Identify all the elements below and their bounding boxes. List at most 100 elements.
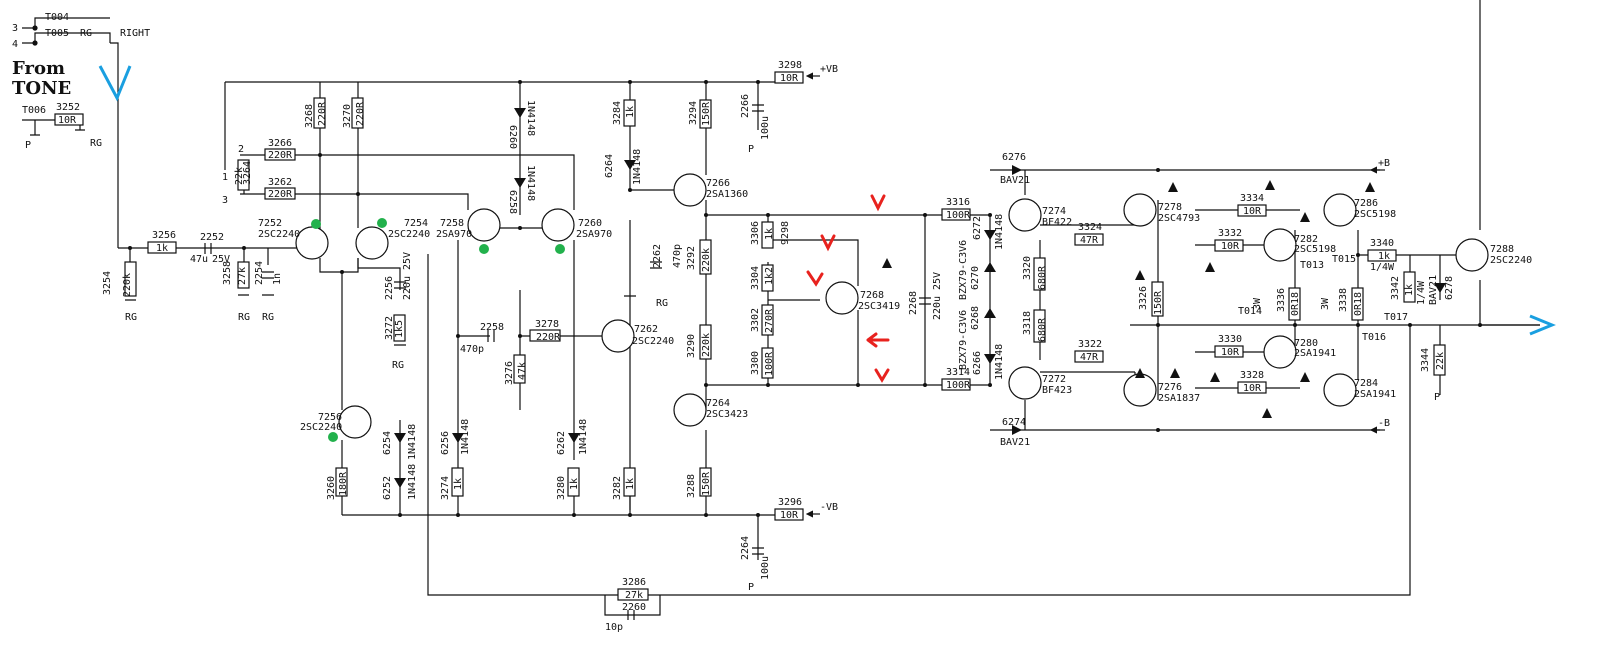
svg-text:150R: 150R [1153,290,1164,315]
svg-text:220u: 220u [402,276,413,300]
svg-text:6258: 6258 [507,190,518,214]
svg-text:3258: 3258 [222,261,233,285]
svg-text:25V: 25V [402,252,413,270]
svg-text:2SA1360: 2SA1360 [706,189,748,200]
svg-text:3264: 3264 [242,161,253,185]
svg-text:7274: 7274 [1042,206,1066,217]
svg-text:3274: 3274 [440,476,451,500]
svg-text:3256: 3256 [152,230,176,241]
svg-text:7278: 7278 [1158,202,1182,213]
svg-text:T004: T004 [45,12,69,23]
svg-text:RIGHT: RIGHT [120,28,150,39]
svg-text:7260: 7260 [578,218,602,229]
svg-text:-VB: -VB [820,502,838,513]
svg-text:BAV21: BAV21 [1428,275,1439,305]
svg-text:6260: 6260 [507,125,518,149]
svg-text:7288: 7288 [1490,244,1514,255]
svg-text:RG: RG [90,138,102,149]
svg-text:2SC3423: 2SC3423 [706,409,748,420]
svg-text:7258: 7258 [440,218,464,229]
svg-text:220u: 220u [932,296,943,320]
svg-text:1k: 1k [569,478,580,490]
svg-text:3266: 3266 [268,138,292,149]
svg-text:2SC5198: 2SC5198 [1294,244,1336,255]
svg-text:7280: 7280 [1294,338,1318,349]
svg-text:T015: T015 [1332,254,1356,265]
svg-text:6278: 6278 [1444,276,1455,300]
svg-text:7268: 7268 [860,290,884,301]
svg-text:25V: 25V [932,272,943,290]
svg-text:3260: 3260 [326,476,337,500]
svg-text:3288: 3288 [686,474,697,498]
svg-text:3306: 3306 [750,221,761,245]
svg-text:2260: 2260 [622,602,646,613]
svg-text:1k: 1k [764,228,775,240]
svg-text:10R: 10R [1243,383,1262,394]
svg-text:2266: 2266 [740,94,751,118]
svg-text:7284: 7284 [1354,378,1378,389]
svg-text:1N4148: 1N4148 [407,464,418,500]
svg-text:7286: 7286 [1354,198,1378,209]
svg-text:100R: 100R [946,210,971,221]
svg-text:1N4148: 1N4148 [525,100,536,136]
svg-text:RG: RG [80,28,92,39]
svg-text:2256: 2256 [384,276,395,300]
resistors-horizontal [54,71,1397,601]
supply-arrows [30,72,1385,518]
wires [22,0,1540,616]
svg-text:1N4148: 1N4148 [525,165,536,201]
svg-text:2: 2 [238,144,244,155]
svg-text:3284: 3284 [612,101,623,125]
svg-text:6252: 6252 [382,476,393,500]
svg-text:2SC2240: 2SC2240 [632,336,674,347]
svg-text:1: 1 [222,172,228,183]
svg-text:7252: 7252 [258,218,282,229]
svg-text:470p: 470p [460,344,484,355]
svg-text:3270: 3270 [342,104,353,128]
svg-text:10R: 10R [780,510,799,521]
svg-text:1k: 1k [625,478,636,490]
svg-text:3302: 3302 [750,308,761,332]
svg-text:6270: 6270 [970,266,981,290]
svg-text:10R: 10R [1221,347,1240,358]
svg-text:BAV21: BAV21 [1000,437,1030,448]
svg-text:1k: 1k [453,478,464,490]
svg-text:2SA970: 2SA970 [576,229,612,240]
svg-text:220R: 220R [536,332,561,343]
svg-text:2254: 2254 [254,261,265,285]
svg-text:100u: 100u [760,556,771,580]
warning-triangles [882,180,1375,418]
transistors [295,173,1489,439]
svg-text:3W: 3W [1320,297,1331,310]
svg-text:10R: 10R [58,115,77,126]
svg-text:T017: T017 [1384,312,1408,323]
svg-text:3336: 3336 [1276,288,1287,312]
svg-text:2262: 2262 [652,244,663,268]
svg-text:3332: 3332 [1218,228,1242,239]
svg-text:680R: 680R [1037,265,1048,290]
svg-text:3W: 3W [1252,297,1263,310]
svg-text:P: P [1434,392,1440,403]
svg-text:P: P [748,582,754,593]
svg-text:1k: 1k [156,243,168,254]
svg-text:3294: 3294 [688,101,699,125]
svg-text:3344: 3344 [1420,348,1431,372]
svg-text:2SA1941: 2SA1941 [1294,348,1336,359]
svg-text:3: 3 [12,23,18,34]
svg-text:2SC4793: 2SC4793 [1158,213,1200,224]
svg-text:3286: 3286 [622,577,646,588]
svg-text:2SA1837: 2SA1837 [1158,393,1200,404]
svg-text:2SC2240: 2SC2240 [300,422,342,433]
svg-text:6276: 6276 [1002,152,1026,163]
svg-text:3324: 3324 [1078,222,1102,233]
svg-text:7272: 7272 [1042,374,1066,385]
svg-text:From: From [12,58,65,79]
svg-text:BF423: BF423 [1042,385,1072,396]
svg-text:3290: 3290 [686,334,697,358]
svg-text:220k: 220k [701,248,712,272]
svg-text:2268: 2268 [908,291,919,315]
svg-text:2252: 2252 [200,232,224,243]
svg-text:3342: 3342 [1390,276,1401,300]
svg-text:1k5: 1k5 [394,320,405,338]
svg-text:1N4148: 1N4148 [994,344,1005,380]
